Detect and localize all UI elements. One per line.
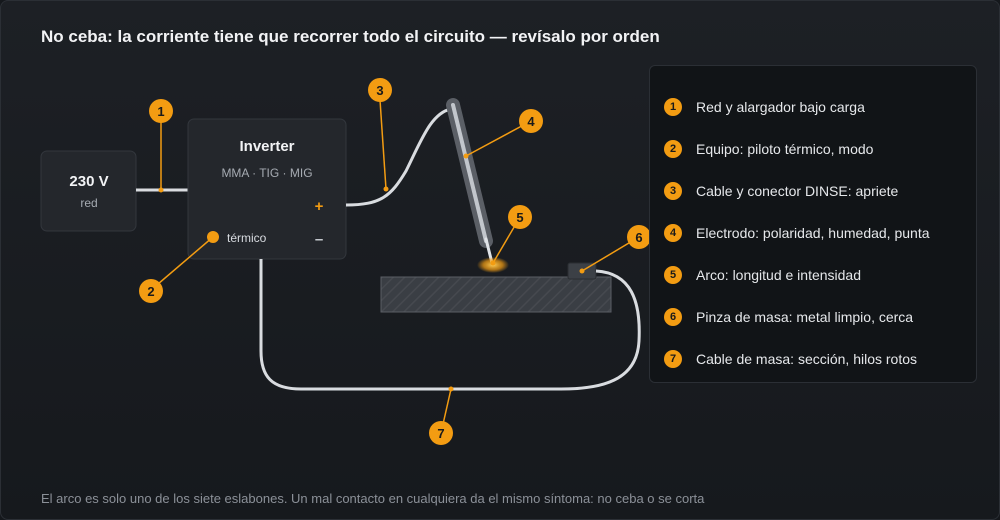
inverter-title: Inverter <box>239 138 294 155</box>
diagram-title: No ceba: la corriente tiene que recorrer… <box>41 27 660 46</box>
workpiece <box>380 276 612 313</box>
legend-badge: 1 <box>664 98 682 116</box>
legend-label: Equipo: piloto térmico, modo <box>696 141 874 157</box>
legend-label: Pinza de masa: metal limpio, cerca <box>696 309 914 325</box>
svg-text:2: 2 <box>147 284 154 299</box>
marker-5: 5 <box>508 205 532 229</box>
electrode-holder <box>446 98 494 265</box>
legend-item-2: 2 Equipo: piloto térmico, modo <box>650 128 976 170</box>
legend-label: Cable de masa: sección, hilos rotos <box>696 351 917 367</box>
legend-item-4: 4 Electrodo: polaridad, humedad, punta <box>650 212 976 254</box>
leader-dots <box>158 153 585 392</box>
plus-terminal-label: + <box>315 198 324 215</box>
svg-text:1: 1 <box>157 104 164 119</box>
legend-item-3: 3 Cable y conector DINSE: apriete <box>650 170 976 212</box>
marker-7: 7 <box>429 421 453 445</box>
svg-text:6: 6 <box>635 230 642 245</box>
marker-4: 4 <box>519 109 543 133</box>
marker-1: 1 <box>149 99 173 123</box>
legend-label: Red y alargador bajo carga <box>696 99 865 115</box>
svg-text:3: 3 <box>376 83 383 98</box>
legend-item-5: 5 Arco: longitud e intensidad <box>650 254 976 296</box>
legend-label: Arco: longitud e intensidad <box>696 267 861 283</box>
svg-text:4: 4 <box>527 114 535 129</box>
svg-text:5: 5 <box>516 210 523 225</box>
mains-label: red <box>80 196 97 210</box>
inverter-modes: MMA · TIG · MIG <box>221 166 312 180</box>
marker-2: 2 <box>139 279 163 303</box>
legend-label: Cable y conector DINSE: apriete <box>696 183 899 199</box>
ground-cable <box>259 259 641 391</box>
mains-voltage: 230 V <box>69 173 108 190</box>
welding-cable <box>345 107 452 207</box>
legend-badge: 7 <box>664 350 682 368</box>
legend-label: Electrodo: polaridad, humedad, punta <box>696 225 930 241</box>
marker-3: 3 <box>368 78 392 102</box>
legend-badge: 4 <box>664 224 682 242</box>
legend-badge: 2 <box>664 140 682 158</box>
legend-panel: 1 Red y alargador bajo carga 2 Equipo: p… <box>649 65 977 383</box>
thermal-label: térmico <box>227 231 267 245</box>
legend-badge: 6 <box>664 308 682 326</box>
legend-item-1: 1 Red y alargador bajo carga <box>650 86 976 128</box>
inverter-box: Inverter MMA · TIG · MIG + – térmico <box>187 118 347 260</box>
footer-note: El arco es solo uno de los siete eslabon… <box>41 491 705 506</box>
svg-text:7: 7 <box>437 426 444 441</box>
legend-item-6: 6 Pinza de masa: metal limpio, cerca <box>650 296 976 338</box>
legend-item-7: 7 Cable de masa: sección, hilos rotos <box>650 338 976 380</box>
mains-box: 230 V red <box>40 150 137 232</box>
legend-badge: 5 <box>664 266 682 284</box>
minus-terminal-label: – <box>315 231 323 248</box>
marker-6: 6 <box>627 225 651 249</box>
legend-badge: 3 <box>664 182 682 200</box>
